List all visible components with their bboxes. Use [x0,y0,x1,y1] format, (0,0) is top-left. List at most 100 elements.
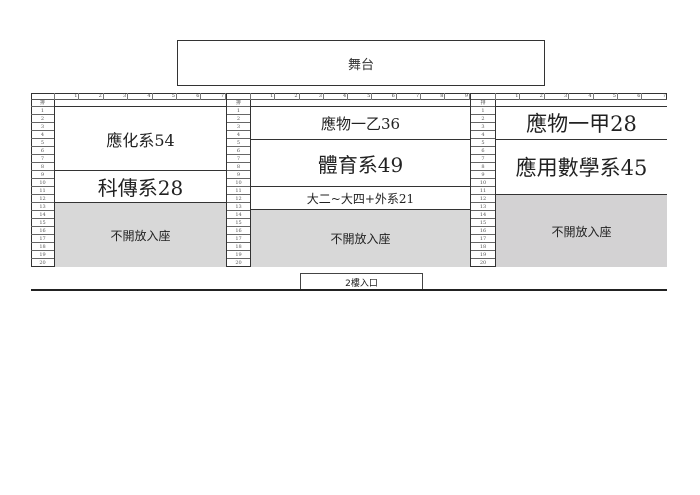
closed-block: 不開放入座 [496,195,667,267]
row-number: 18 [31,243,54,251]
row-number: 13 [471,203,495,211]
row-header-strip [55,100,226,107]
column-number: 3 [545,93,570,100]
left-section: 應化系54 科傳系28 不開放入座 [55,100,226,267]
column-number: 2 [79,93,104,100]
middle-section: 應物一乙36 體育系49 大二~大四+外系21 不開放入座 [251,100,470,267]
column-number: 4 [569,93,594,100]
row-number: 11 [227,187,250,195]
row-number: 1 [31,107,54,115]
column-number: 7 [397,93,422,100]
row-number: 3 [471,123,495,131]
row-number: 4 [471,131,495,139]
seat-block-pe: 體育系49 [251,140,470,187]
block-label: 應物一乙36 [320,114,401,133]
row-number: 5 [227,139,250,147]
block-label: 應化系54 [106,130,175,150]
row-number: 14 [31,211,54,219]
row-header-label: 排 [471,100,495,107]
column-number: 6 [177,93,202,100]
column-number: 2 [275,93,300,100]
block-label: 應物一甲28 [526,112,637,136]
row-number: 17 [471,235,495,243]
row-number: 8 [471,163,495,171]
block-label: 不開放入座 [551,224,612,239]
right-corner-cell [470,93,496,100]
column-number: 1 [251,93,276,100]
column-number: 4 [324,93,349,100]
row-header-label: 排 [31,100,54,107]
column-number: 6 [618,93,643,100]
left-column-header: 1 2 3 4 5 6 7 [55,93,226,100]
row-number: 11 [31,187,54,195]
row-number: 11 [471,187,495,195]
row-number: 20 [235,260,242,266]
row-number: 7 [471,155,495,163]
middle-column-header: 1 2 3 4 5 6 7 8 9 [251,93,470,100]
row-number: 7 [31,155,54,163]
row-number: 13 [227,203,250,211]
row-number: 17 [31,235,54,243]
row-number: 6 [471,147,495,155]
row-number: 5 [471,139,495,147]
column-number: 8 [421,93,446,100]
middle-corner-cell [226,93,251,100]
row-number: 3 [31,123,54,131]
closed-block: 不開放入座 [55,203,226,267]
row-number: 4 [227,131,250,139]
right-row-number-column: 排 1 2 3 4 5 6 7 8 9 10 11 12 13 14 15 16… [470,100,496,267]
row-number: 5 [31,139,54,147]
seat-block-physics-b: 應物一乙36 [251,107,470,140]
block-label: 應用數學系45 [515,156,648,180]
seat-block-comm: 科傳系28 [55,171,226,203]
row-number: 20 [39,260,46,266]
stage-label: 舞台 [347,57,374,73]
row-number: 7 [227,155,250,163]
row-number: 10 [471,179,495,187]
entrance-label: 2樓入口 [345,278,378,289]
row-number: 9 [31,171,54,179]
block-label: 體育系49 [317,152,404,177]
row-number: 8 [31,163,54,171]
row-number: 19 [31,251,54,259]
column-number: 5 [594,93,618,100]
row-number: 15 [471,219,495,227]
row-number: 2 [31,115,54,123]
floor-line [31,289,667,291]
row-number: 9 [227,171,250,179]
right-column-header: 1 2 3 4 5 6 7 [496,93,667,100]
row-number: 15 [227,219,250,227]
row-number: 20 [479,260,487,266]
row-number: 16 [227,227,250,235]
column-header-row [31,93,667,100]
row-number: 16 [31,227,54,235]
left-corner-cell [31,93,55,100]
row-number: 16 [471,227,495,235]
column-number: 5 [348,93,373,100]
row-number: 6 [227,147,250,155]
row-number: 17 [227,235,250,243]
column-number: 7 [201,93,226,100]
column-number: 9 [445,93,470,100]
row-header-strip [251,100,470,107]
row-number: 14 [471,211,495,219]
seat-block-chem: 應化系54 [55,107,226,171]
seat-block-applied-math: 應用數學系45 [496,140,667,195]
row-number: 19 [227,251,250,259]
row-number: 6 [31,147,54,155]
entrance-label-box: 2樓入口 [300,273,423,290]
block-label: 不開放入座 [110,228,171,243]
column-number: 6 [373,93,397,100]
column-number: 1 [55,93,80,100]
row-number: 4 [31,131,54,139]
row-number: 18 [471,243,495,251]
block-label: 大二~大四+外系21 [306,191,415,206]
row-header-label: 排 [227,100,250,107]
closed-block: 不開放入座 [251,210,470,267]
column-number: 4 [128,93,153,100]
block-label: 不開放入座 [330,232,391,246]
column-number: 3 [104,93,129,100]
row-number: 2 [471,115,495,123]
column-number: 7 [662,93,666,99]
middle-row-number-column: 排 1 2 3 4 5 6 7 8 9 10 11 12 13 14 15 16… [226,100,251,267]
